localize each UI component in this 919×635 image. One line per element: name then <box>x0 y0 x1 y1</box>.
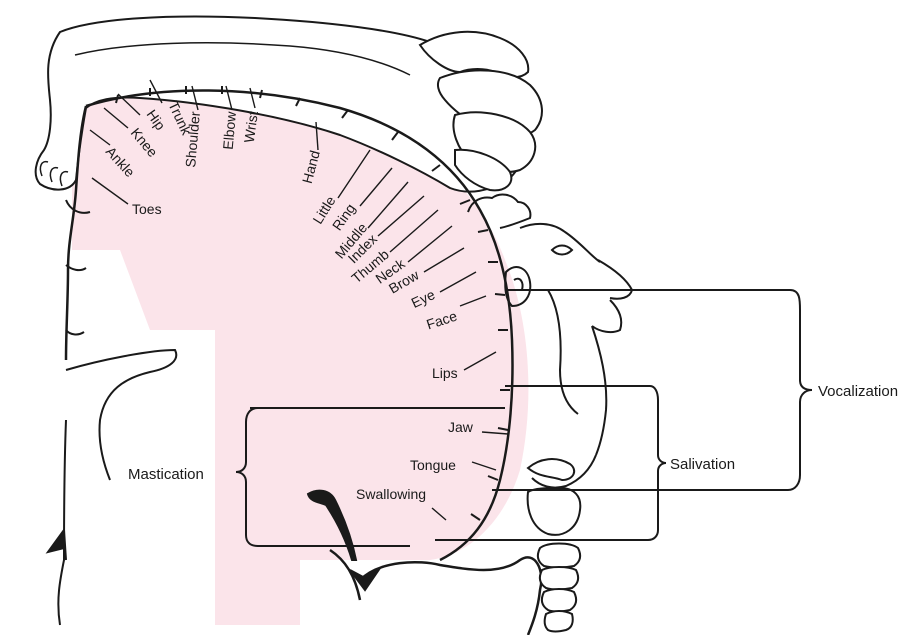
lower-left-outline <box>58 420 66 625</box>
label-tongue: Tongue <box>410 457 456 473</box>
label-salivation: Salivation <box>670 456 735 473</box>
cheek-line <box>548 290 578 414</box>
label-lips: Lips <box>432 365 458 381</box>
label-jaw: Jaw <box>448 419 474 435</box>
label-toes: Toes <box>132 201 162 217</box>
tongue-shape <box>528 459 574 480</box>
upper-lip <box>592 300 621 332</box>
vertebrae <box>538 544 580 632</box>
temporal-bottom <box>330 550 541 635</box>
label-mastication: Mastication <box>128 466 204 483</box>
vocalization-bracket <box>788 290 812 490</box>
lateral-bump <box>66 350 176 480</box>
label-swallowing: Swallowing <box>356 486 426 502</box>
nose <box>598 260 632 299</box>
throat-oval <box>528 488 581 535</box>
open-mouth <box>592 326 606 455</box>
brow-ridge <box>520 224 600 262</box>
label-vocalization: Vocalization <box>818 383 898 400</box>
label-elbow: Elbow <box>220 110 239 150</box>
salivation-bracket <box>648 386 666 540</box>
inner-ear <box>514 279 523 290</box>
eye <box>552 246 572 255</box>
